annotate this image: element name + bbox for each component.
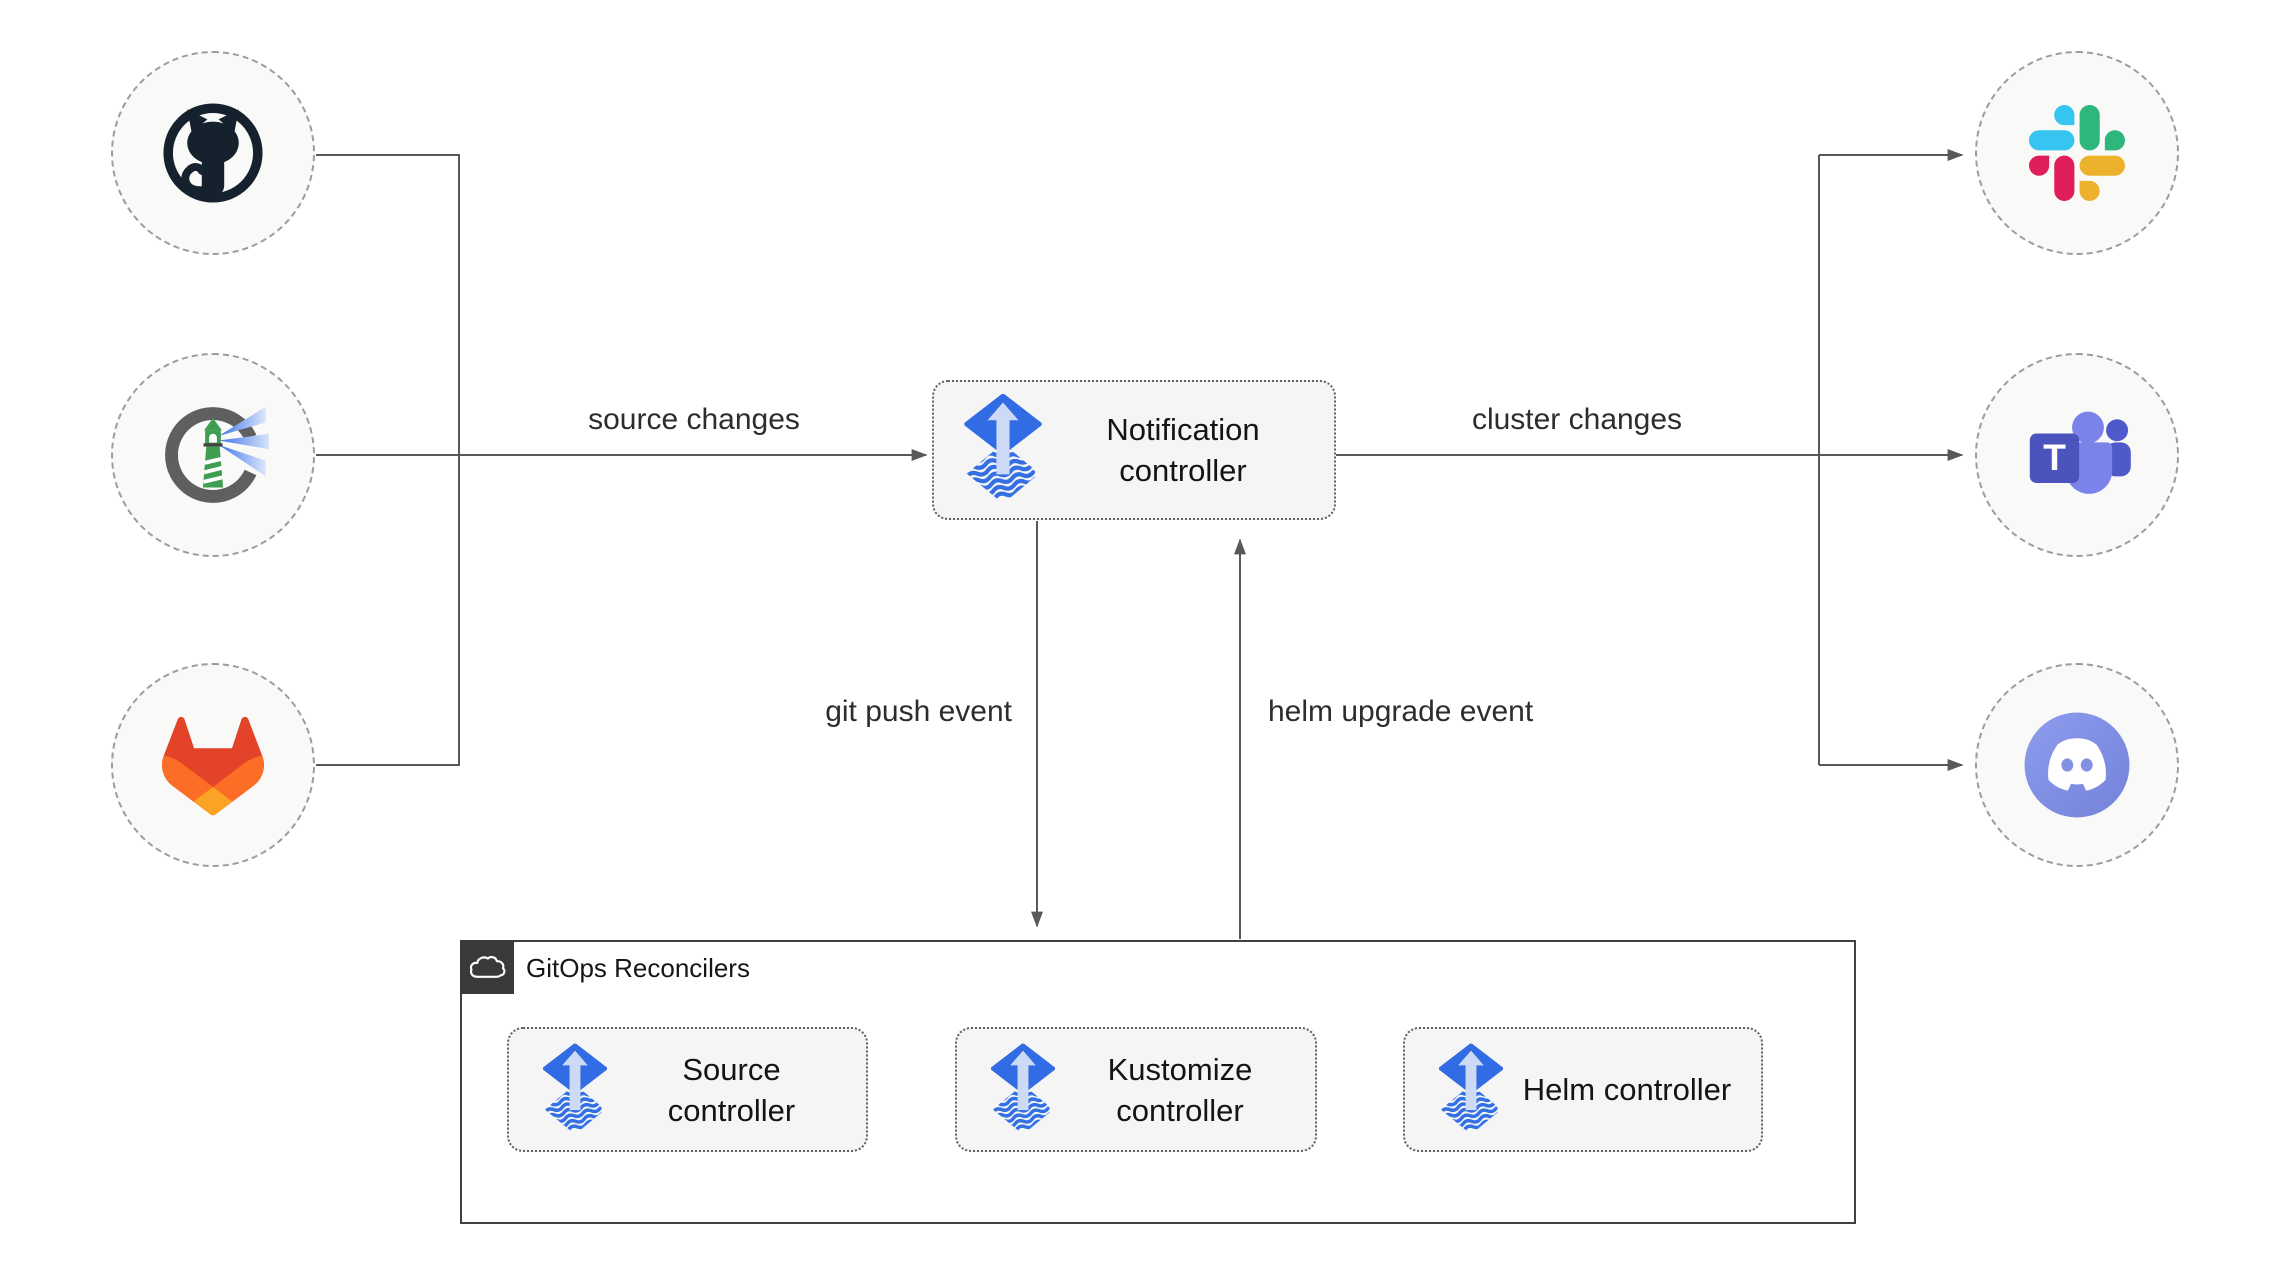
gitlab-icon — [161, 716, 265, 816]
node-discord — [1975, 663, 2179, 867]
group-title: GitOps Reconcilers — [526, 952, 750, 983]
edge-label-source-changes: source changes — [588, 403, 800, 436]
kustomize-controller-label: Kustomize controller — [1107, 1051, 1253, 1128]
edge-label-cluster-changes: cluster changes — [1471, 403, 1683, 436]
node-github — [111, 51, 315, 255]
node-helm-controller: Helm controller — [1403, 1027, 1763, 1152]
teams-icon: T — [2029, 411, 2131, 494]
node-harbor — [111, 353, 315, 557]
cloud-icon — [469, 955, 506, 978]
harbor-icon — [165, 406, 269, 503]
teams-letter: T — [2043, 435, 2066, 477]
flux-icon — [543, 1043, 607, 1137]
flux-icon — [1439, 1043, 1503, 1137]
slack-icon — [2029, 105, 2125, 201]
github-icon — [163, 103, 263, 203]
node-source-controller: Source controller — [507, 1027, 868, 1152]
edge-label-git-push-event: git push event — [825, 695, 1012, 728]
node-kustomize-controller: Kustomize controller — [955, 1027, 1317, 1152]
node-slack — [1975, 51, 2179, 255]
node-gitlab — [111, 663, 315, 867]
discord-icon — [2024, 712, 2130, 818]
edge-label-helm-upgrade-event: helm upgrade event — [1268, 695, 1534, 728]
source-controller-label: Source controller — [667, 1051, 796, 1128]
edge-left-trunk — [316, 154, 460, 766]
flux-icon — [964, 394, 1042, 506]
flux-icon — [991, 1043, 1055, 1137]
node-notification-controller: Notification controller — [932, 380, 1336, 520]
node-microsoft-teams: T — [1975, 353, 2179, 557]
helm-controller-label: Helm controller — [1522, 1072, 1732, 1107]
notification-controller-label: Notification controller — [1106, 412, 1260, 488]
group-tab — [460, 940, 514, 994]
